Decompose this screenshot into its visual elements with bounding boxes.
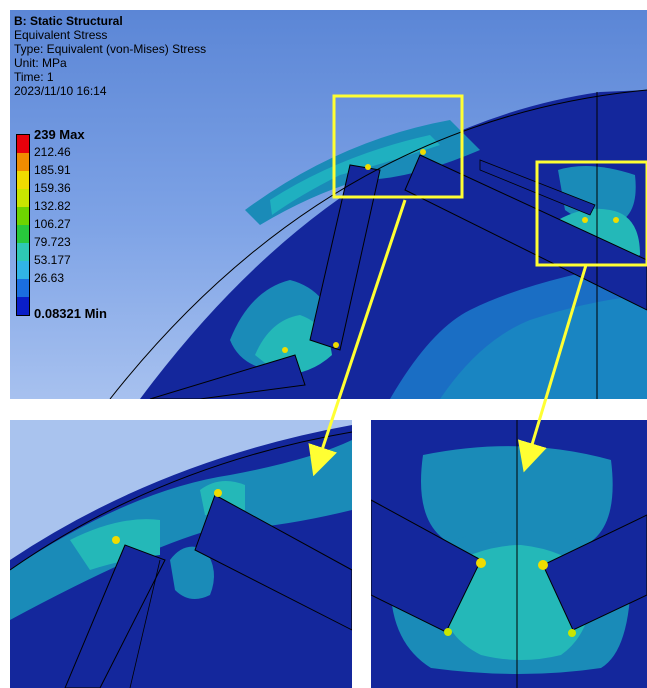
- scale-value-8: 26.63: [34, 271, 65, 285]
- result-legend: B: Static Structural Equivalent Stress T…: [14, 14, 206, 98]
- zoom-right-contour: [371, 420, 647, 688]
- scale-value-4: 132.82: [34, 199, 71, 213]
- scale-value-2: 185.91: [34, 163, 71, 177]
- scale-seg-2: [17, 153, 29, 171]
- scale-value-5: 106.27: [34, 217, 71, 231]
- result-name: Equivalent Stress: [14, 28, 108, 42]
- zoom-box-left: [332, 94, 464, 199]
- zoom-box-right: [535, 160, 647, 267]
- color-scale-bar: [16, 134, 30, 316]
- result-date: 2023/11/10 16:14: [14, 84, 107, 98]
- result-type: Type: Equivalent (von-Mises) Stress: [14, 42, 207, 56]
- scale-seg-3: [17, 171, 29, 189]
- scale-seg-6: [17, 225, 29, 243]
- zoom-view-left[interactable]: [10, 420, 352, 688]
- result-time: Time: 1: [14, 70, 54, 84]
- scale-seg-5: [17, 207, 29, 225]
- analysis-title: B: Static Structural: [14, 14, 123, 28]
- scale-value-3: 159.36: [34, 181, 71, 195]
- scale-value-1: 212.46: [34, 145, 71, 159]
- scale-seg-1: [17, 135, 29, 153]
- scale-seg-8: [17, 261, 29, 279]
- scale-seg-10: [17, 297, 29, 315]
- main-stress-view[interactable]: B: Static Structural Equivalent Stress T…: [10, 10, 647, 399]
- scale-seg-9: [17, 279, 29, 297]
- scale-max-label: 239 Max: [34, 127, 85, 142]
- scale-seg-4: [17, 189, 29, 207]
- result-unit: Unit: MPa: [14, 56, 67, 70]
- zoom-view-right[interactable]: [371, 420, 647, 688]
- scale-seg-7: [17, 243, 29, 261]
- scale-min-label: 0.08321 Min: [34, 306, 107, 321]
- scale-value-7: 53.177: [34, 253, 71, 267]
- zoom-left-contour: [10, 425, 352, 688]
- scale-value-6: 79.723: [34, 235, 71, 249]
